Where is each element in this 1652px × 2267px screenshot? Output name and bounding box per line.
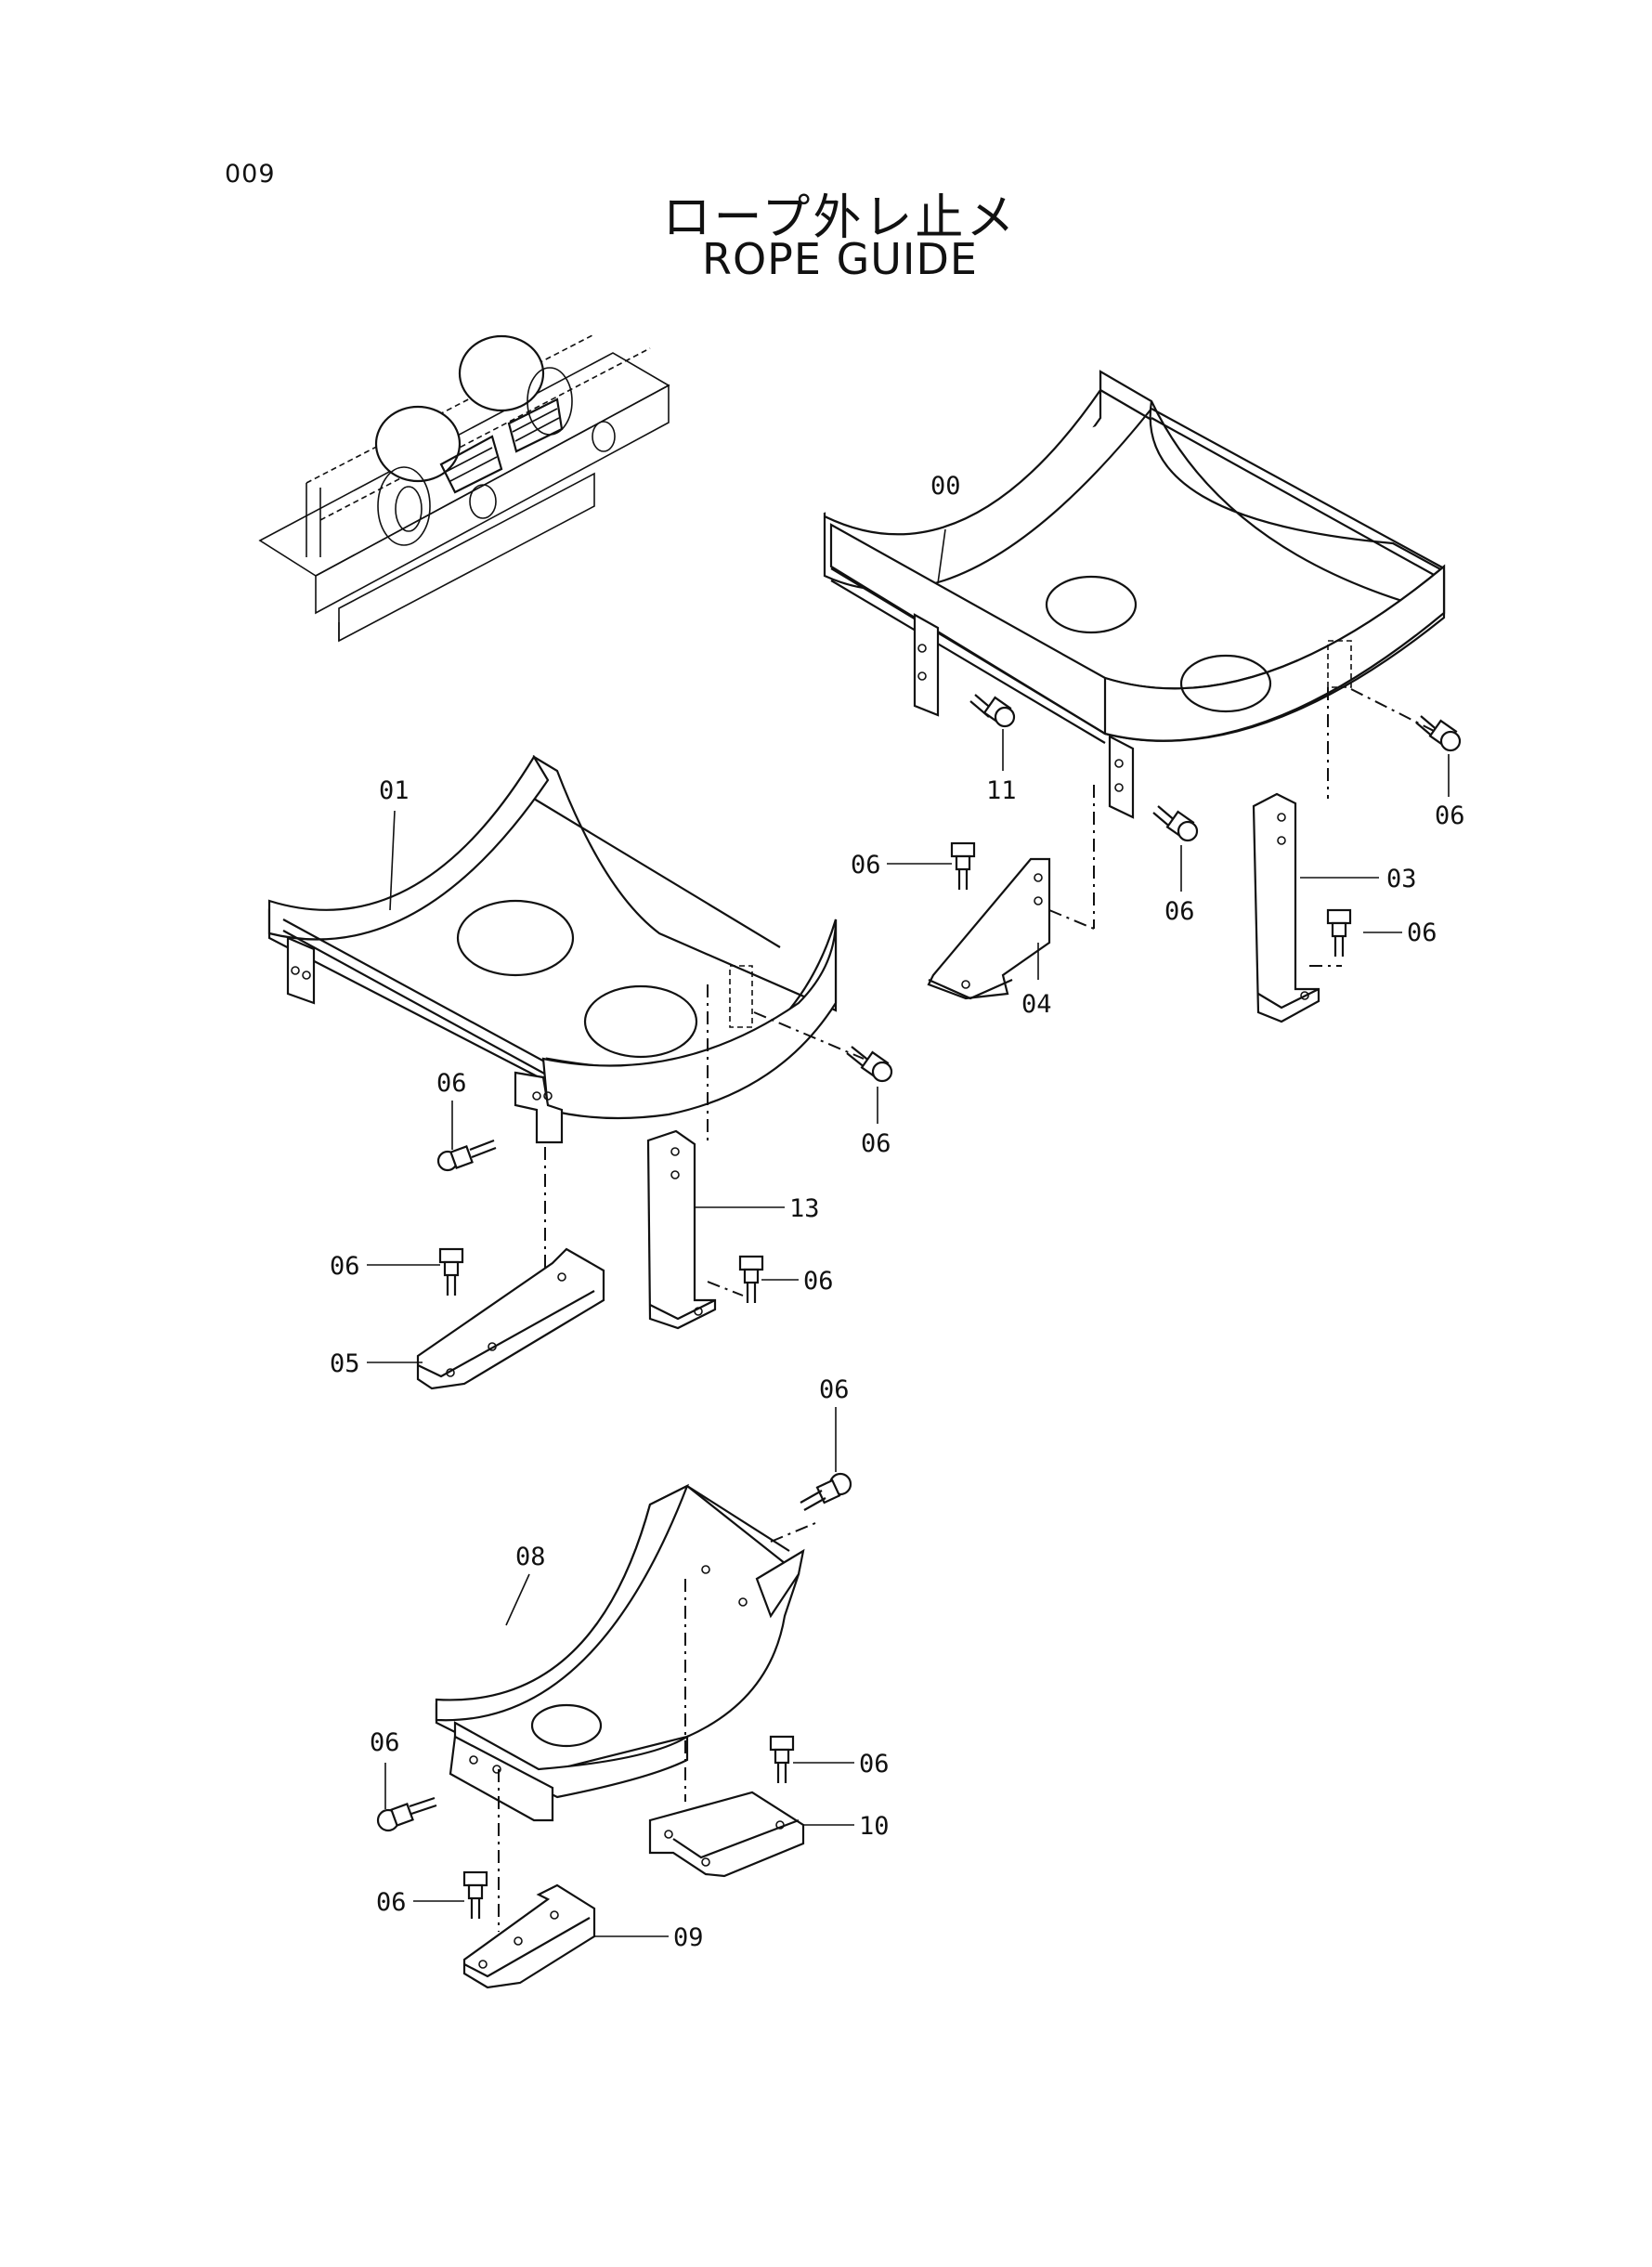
callout-13: 13	[789, 1194, 820, 1223]
callout-06: 06	[861, 1129, 891, 1158]
page-number: 009	[225, 160, 276, 189]
bolt-06-h	[738, 1255, 764, 1303]
bolt-06-k	[769, 1735, 795, 1783]
bolt-06-l	[462, 1870, 488, 1919]
bolt-06-j	[376, 1796, 437, 1832]
callout-06: 06	[376, 1888, 407, 1917]
part-10-bracket	[648, 1791, 805, 1878]
part-03-bracket	[1252, 792, 1342, 1023]
title-japanese: ロープ外レ止メ	[662, 190, 1018, 246]
bolt-06-b	[1152, 805, 1199, 842]
callout-06: 06	[1164, 897, 1195, 926]
bolt-06-d	[1326, 908, 1352, 957]
bolt-06-e	[846, 1046, 893, 1083]
bolt-06-i	[800, 1472, 852, 1511]
callout-labels: 00 11 06 03 06 06 04 06 01 06 06 13 06 0…	[330, 472, 1465, 1952]
callout-11: 11	[986, 776, 1017, 805]
part-08-guide	[435, 1483, 816, 1932]
callout-06: 06	[851, 851, 881, 879]
assembly-overview	[258, 333, 670, 643]
bolt-11	[969, 694, 1016, 728]
bolt-06-c	[950, 841, 976, 890]
part-01-guide	[267, 754, 865, 1144]
callout-04: 04	[1021, 990, 1052, 1019]
callout-06: 06	[330, 1252, 360, 1281]
bolt-06-g	[438, 1247, 464, 1296]
callout-06: 06	[1407, 919, 1437, 947]
part-09-bracket	[462, 1883, 596, 1989]
part-05-bracket	[416, 1147, 605, 1390]
callout-06: 06	[859, 1750, 890, 1778]
callout-06: 06	[436, 1069, 467, 1098]
leader-lines	[367, 528, 1450, 1937]
title-english: ROPE GUIDE	[702, 234, 978, 284]
part-04-bracket	[927, 785, 1095, 1000]
callout-06: 06	[370, 1728, 400, 1757]
callout-03: 03	[1386, 865, 1417, 893]
callout-08: 08	[515, 1543, 546, 1571]
callout-09: 09	[673, 1923, 704, 1952]
callout-05: 05	[330, 1349, 360, 1378]
callout-06: 06	[1435, 801, 1465, 830]
part-13-bracket	[646, 1129, 744, 1330]
callout-06: 06	[819, 1375, 850, 1404]
callout-00: 00	[930, 472, 961, 501]
bolt-06-f	[436, 1139, 497, 1172]
bolt-06-a	[1415, 715, 1462, 752]
callout-01: 01	[379, 776, 410, 805]
callout-06: 06	[803, 1267, 834, 1296]
callout-10: 10	[859, 1812, 890, 1841]
part-00-guide	[823, 370, 1446, 819]
